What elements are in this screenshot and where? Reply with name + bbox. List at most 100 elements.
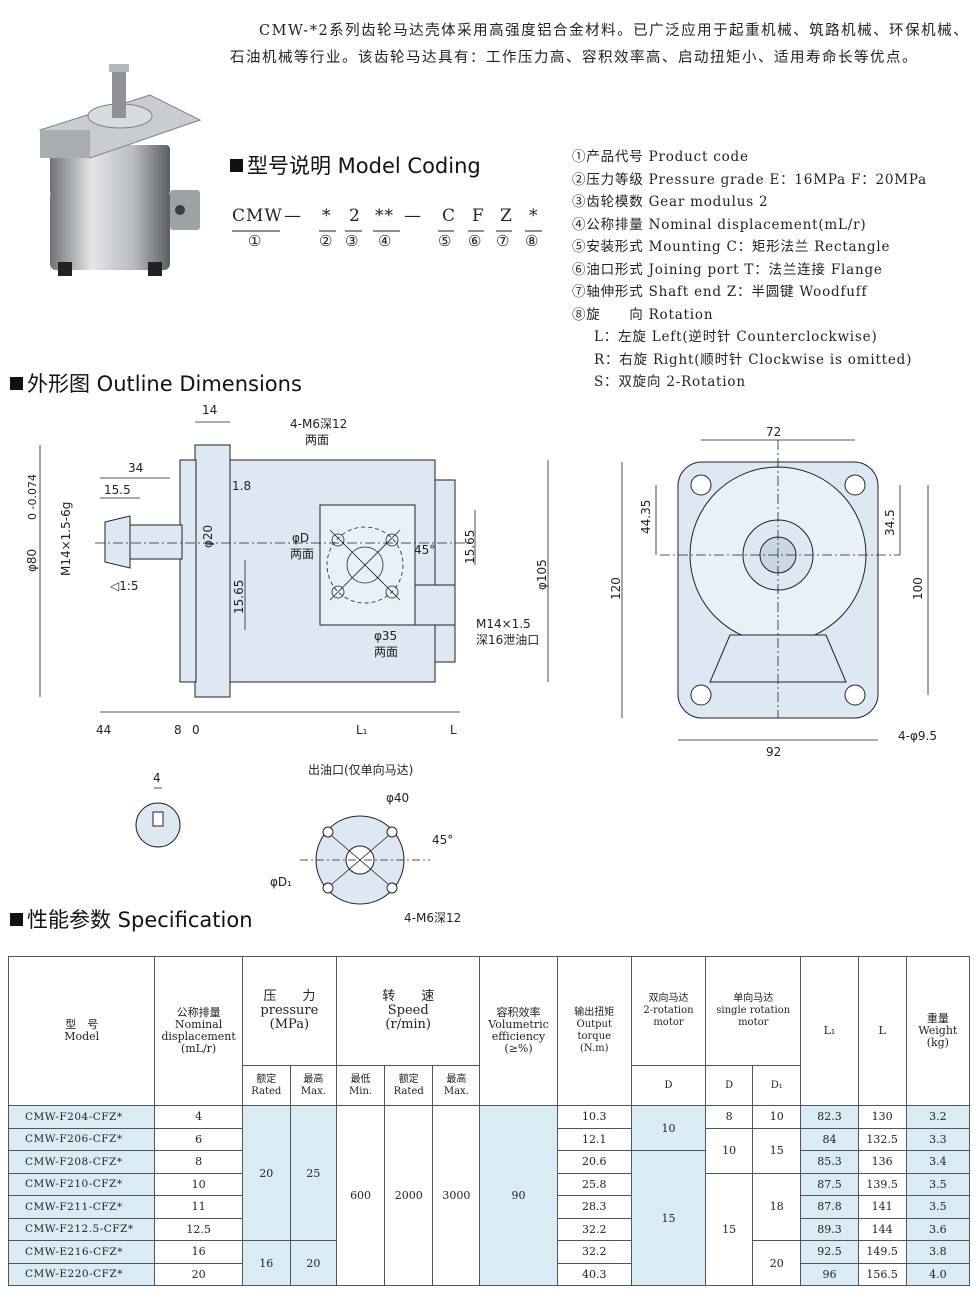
dim-m14: M14×1.5 [476,617,531,631]
dim-L1: L₁ [356,723,368,737]
cell-two-D: 15 [630,1150,707,1286]
dim-phiD1: φD₁ [270,875,292,889]
cell-max: 20 [289,1240,338,1286]
cell-efficiency: 90 [479,1105,558,1286]
rotation-option: S：双旋向 2-Rotation [594,374,746,390]
bolt-hole [385,585,399,599]
dim-phi105: φ105 [535,559,549,590]
code-number: ⑤ [438,232,453,250]
table-row: CMW-F212.5-CFZ* 12.5 32.2 89.3 144 3.6 [7,1217,971,1241]
outlet-bolt [322,826,334,838]
mount-hole [690,684,712,706]
code-part: C [442,206,457,226]
cell-L: 144 [857,1217,907,1241]
table-row: CMW-E220-CFZ* 20 40.3 96 156.5 4.0 [7,1262,971,1286]
cell-torque: 20.6 [556,1150,632,1174]
dim-holes: 4-φ9.5 [898,729,937,743]
legend-item: ④公称排量 Nominal displacement(mL/r) [572,216,867,233]
cell-L1: 82.3 [800,1105,859,1129]
outline-title: 外形图 Outline Dimensions [10,368,302,398]
table-row: CMW-F208-CFZ* 8 20.6 15 85.3 136 3.4 [7,1150,971,1286]
dim-0: 0 [192,723,200,737]
dim-key4: 4 [153,771,161,785]
code-part: ** [375,206,394,226]
dim-34-5: 34.5 [883,509,897,536]
bolt-hole [331,533,345,547]
dim-phiD: φD [292,531,309,545]
cell-single-D1: 18 [752,1172,802,1241]
dim-taper: ◁1:5 [109,579,139,593]
cell-disp: 10 [154,1172,243,1196]
dim-15-65a: 15.65 [463,530,477,564]
code-part: * [322,206,332,226]
cell-model: CMW-F211-CFZ* [7,1195,156,1219]
dim-phi35-sub: 两面 [374,645,398,659]
cell-speed-min: 600 [335,1105,386,1286]
dim-phi80: φ80 [25,549,39,572]
outlet-title: 出油口(仅单向马达) [308,762,413,777]
th-D1-single: D₁ [752,1065,802,1106]
cell-speed-rated: 2000 [384,1105,434,1286]
drain-port [409,584,456,626]
cell-torque: 32.2 [556,1240,632,1264]
mount-hole [844,474,866,496]
dim-angle45: 45° [414,543,435,557]
th-D-two: D [630,1065,707,1106]
section-square-icon [10,377,23,390]
model-code-line: CMW — * 2 ** — C F Z * ① ② ③ ④ ⑤ ⑥ ⑦ ⑧ [232,206,552,256]
rear-cover [434,479,456,663]
cell-weight: 3.6 [905,1217,971,1241]
cell-torque: 28.3 [556,1195,632,1219]
table-row: CMW-F211-CFZ* 11 28.3 87.8 141 3.5 [7,1195,971,1219]
port-face [319,504,416,626]
cell-L: 139.5 [857,1172,907,1196]
mount-hole [690,474,712,496]
cell-disp: 6 [154,1127,243,1151]
cell-L1: 87.8 [800,1195,859,1219]
cell-speed-max: 3000 [432,1105,481,1286]
cell-single-D1: 20 [752,1240,802,1286]
cell-model: CMW-F204-CFZ* [7,1105,156,1129]
rotation-option: R：右旋 Right(顺时针 Clockwise is omitted) [594,351,913,368]
cell-weight: 4.0 [905,1262,971,1286]
legend-item: ⑥油口形式 Joining port T：法兰连接 Flange [572,261,883,278]
cell-disp: 4 [154,1105,243,1129]
cell-single-D1: 15 [752,1127,802,1174]
cell-L: 141 [857,1195,907,1219]
key-slot [152,811,164,827]
cell-weight: 3.3 [905,1127,971,1151]
dim-phiD-sub: 两面 [290,547,314,561]
dim-phi35: φ35 [374,629,397,643]
cell-weight: 3.5 [905,1195,971,1219]
cell-weight: 3.5 [905,1172,971,1196]
cell-torque: 10.3 [556,1105,632,1129]
flange [194,444,231,698]
outlet-bolt [322,882,334,894]
cell-disp: 20 [154,1262,243,1286]
code-part: — [404,206,422,226]
section-square-icon [10,913,23,926]
dim-m6-top-sub: 两面 [305,433,329,447]
bolt-hole [385,533,399,547]
legend-item: ①产品代号 Product code [572,149,749,165]
cell-L1: 85.3 [800,1150,859,1174]
cell-rated: 16 [241,1240,291,1286]
shaft [129,524,183,560]
dim-44-35: 44.35 [639,500,653,534]
outlet-bolt [386,882,398,894]
cell-model: CMW-F212.5-CFZ* [7,1217,156,1241]
code-part: 2 [349,206,361,226]
cell-L: 149.5 [857,1240,907,1264]
diag-line [329,529,401,601]
cell-model: CMW-F210-CFZ* [7,1172,156,1196]
cell-L1: 89.3 [800,1217,859,1241]
cell-single-D: 10 [705,1127,754,1174]
